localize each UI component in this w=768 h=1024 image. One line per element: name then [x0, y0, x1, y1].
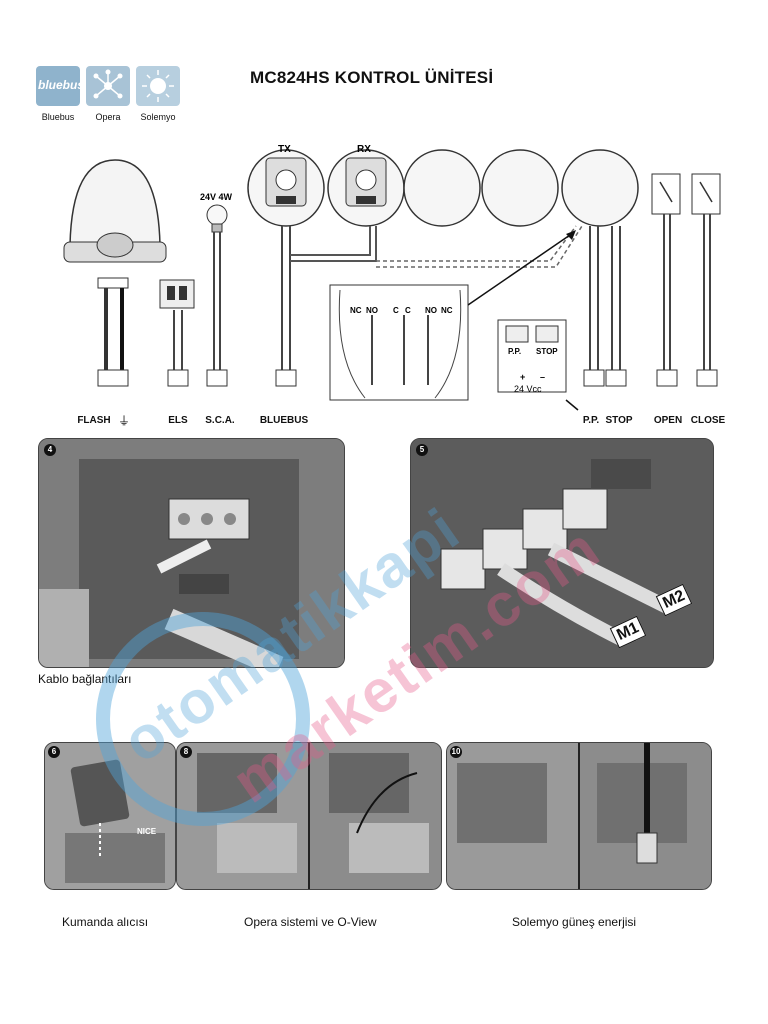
wiring-diagram: 24V 4W TX RX NC NO C C NO NC [63, 144, 721, 411]
pointer-arrow [467, 234, 571, 306]
contact-c-2: C [405, 306, 411, 315]
pp-stop-box [497, 319, 567, 393]
contact-c-1: C [393, 306, 399, 315]
rx-label: RX [357, 144, 371, 155]
flash-lamp [63, 159, 167, 289]
open-switch [651, 173, 681, 215]
network-icon [93, 69, 123, 99]
terminal-pp: P.P. [582, 415, 600, 426]
sun-icon [142, 70, 174, 102]
photo8-number: 10 [450, 746, 462, 758]
terminal-close: CLOSE [690, 415, 726, 426]
pp-block-label: P.P. [508, 347, 521, 356]
lamp-rating-label: 24V 4W [200, 192, 233, 202]
page-title: MC824HS KONTROL ÜNİTESİ [250, 68, 494, 87]
photocell-tx [247, 149, 325, 227]
minus-label: – [540, 372, 545, 382]
solemyo-caption: Solemyo güneş enerjisi [512, 915, 637, 929]
electric-lock [159, 279, 195, 309]
contact-detail-box [329, 284, 469, 401]
photo-solemyo: 10 [446, 742, 712, 890]
opera-caption: Opera sistemi ve O-View [244, 915, 377, 929]
solemyo-label: Solemyo [140, 112, 176, 122]
photocell-back-3 [561, 149, 639, 227]
opera-label: Opera [95, 112, 121, 122]
terminal-sca: S.C.A. [205, 415, 235, 426]
photo5-number: 5 [416, 444, 428, 456]
photo6-number: 6 [48, 746, 60, 758]
opera-badge [86, 66, 130, 106]
receiver-caption: Kumanda alıcısı [62, 915, 149, 929]
photocell-back-1 [403, 149, 481, 227]
terminal-open: OPEN [653, 415, 683, 426]
tx-label: TX [278, 144, 291, 155]
voltage-label: 24 Vcc [514, 384, 542, 394]
plus-label: + [520, 372, 525, 382]
photocell-back-2 [481, 149, 559, 227]
contact-nc-2: NC [441, 306, 453, 315]
terminal-els: ELS [168, 415, 188, 426]
terminal-blocks [97, 369, 718, 387]
photo4-number: 4 [44, 444, 56, 456]
receiver-brand: NICE [137, 827, 157, 836]
terminal-bluebus: BLUEBUS [259, 415, 309, 426]
close-switch [691, 173, 721, 215]
bluebus-label: Bluebus [41, 112, 75, 122]
stop-block-label: STOP [536, 347, 558, 356]
contact-no-1: NO [366, 306, 378, 315]
bluebus-badge: bluebus [36, 66, 84, 106]
terminal-stop: STOP [605, 415, 633, 426]
ground-icon: ⏚ [118, 414, 131, 428]
photocell-rx [327, 149, 405, 227]
bluebus-logo: bluebus [38, 78, 85, 92]
sca-bulb [206, 204, 228, 233]
terminal-flash: FLASH [77, 415, 111, 426]
contact-nc-1: NC [350, 306, 362, 315]
solemyo-badge [136, 66, 180, 106]
contact-no-2: NO [425, 306, 437, 315]
photo-motor-connection: 5 M1 M2 [410, 438, 714, 668]
